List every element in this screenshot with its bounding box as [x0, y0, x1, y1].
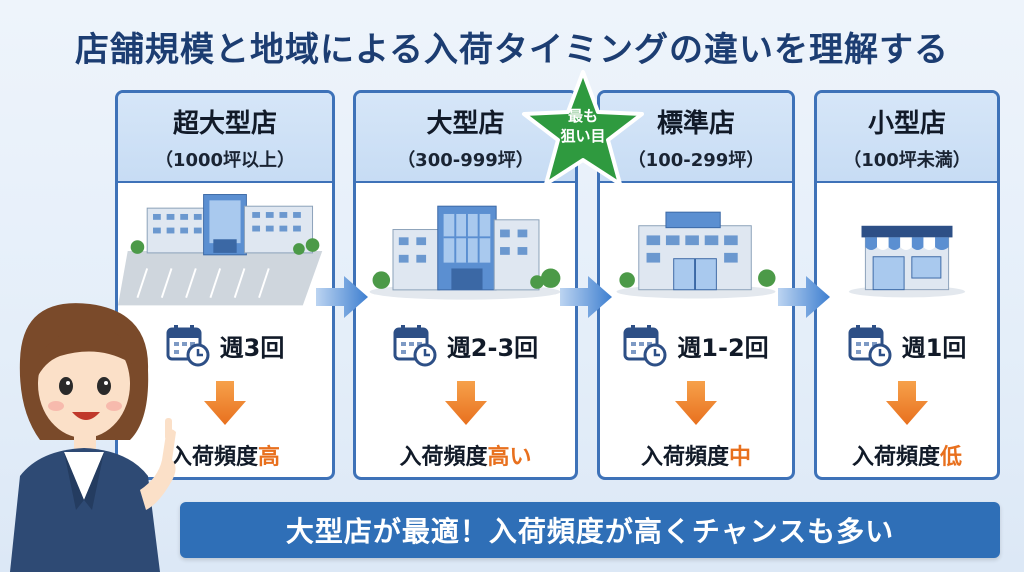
calendar-clock-icon — [166, 325, 210, 367]
frequency-row: 週3回 — [118, 323, 332, 367]
calendar-clock-icon — [623, 325, 667, 367]
store-name: 大型店 — [426, 109, 505, 139]
frequency-level: 入荷頻度中 — [600, 439, 792, 471]
right-arrow-icon — [560, 276, 612, 318]
level-value: 高 — [258, 445, 281, 470]
frequency-row: 週2-3回 — [356, 323, 575, 367]
card-header: 小型店 （100坪未満） — [817, 93, 997, 183]
frequency-text: 週1-2回 — [677, 333, 769, 362]
store-card-standard: 標準店 （100-299坪） 週1-2回 入荷頻度中 — [597, 90, 795, 480]
card-header: 大型店 （300-999坪） — [356, 93, 575, 183]
card-header: 標準店 （100-299坪） — [600, 93, 792, 183]
person-illustration — [10, 303, 176, 572]
building-icon — [369, 205, 561, 300]
level-value: 中 — [729, 445, 752, 470]
frequency-text: 週1回 — [901, 333, 967, 362]
frequency-row: 週1-2回 — [600, 323, 792, 367]
frequency-level: 入荷頻度高 — [118, 439, 332, 471]
badge-label: 最も 狙い目 — [520, 106, 646, 146]
level-prefix: 入荷頻度 — [640, 445, 729, 470]
frequency-row: 週1回 — [817, 323, 997, 367]
right-arrow-icon — [778, 276, 830, 318]
store-size: （100坪未満） — [843, 150, 971, 171]
summary-banner: 大型店が最適！入荷頻度が高くチャンスも多い — [180, 502, 1000, 558]
right-arrow-icon — [316, 276, 368, 318]
calendar-clock-icon — [393, 325, 437, 367]
building-icon — [616, 211, 776, 299]
level-prefix: 入荷頻度 — [851, 445, 940, 470]
level-value: 低 — [940, 445, 963, 470]
store-card-small: 小型店 （100坪未満） 週1回 入荷頻度低 — [814, 90, 1000, 480]
frequency-level: 入荷頻度高い — [356, 439, 575, 471]
down-arrow-icon — [886, 381, 928, 425]
store-card-large: 大型店 （300-999坪） 週2-3回 入荷頻度高い — [353, 90, 578, 480]
store-size: （100-299坪） — [627, 150, 765, 171]
frequency-text: 週3回 — [219, 333, 285, 362]
down-arrow-icon — [444, 381, 487, 425]
page-title: 店舗規模と地域による入荷タイミングの違いを理解する — [75, 30, 949, 70]
level-prefix: 入荷頻度 — [399, 445, 488, 470]
badge-line-2: 狙い目 — [560, 127, 606, 145]
star-badge-icon — [522, 70, 644, 186]
building-icon — [848, 225, 966, 298]
down-arrow-icon — [204, 381, 246, 425]
level-value: 高い — [487, 445, 532, 470]
store-size: （1000坪以上） — [154, 150, 296, 171]
store-name: 小型店 — [867, 109, 946, 139]
store-size: （300-999坪） — [397, 150, 534, 171]
down-arrow-icon — [675, 381, 717, 425]
building-icon — [118, 194, 323, 306]
store-name: 標準店 — [656, 109, 735, 139]
frequency-text: 週2-3回 — [446, 333, 539, 362]
store-name: 超大型店 — [172, 109, 277, 139]
banner-text: 大型店が最適！入荷頻度が高くチャンスも多い — [285, 515, 895, 548]
badge-line-1: 最も — [567, 107, 598, 125]
frequency-level: 入荷頻度低 — [817, 439, 997, 471]
calendar-clock-icon — [848, 325, 892, 367]
level-prefix: 入荷頻度 — [169, 445, 258, 470]
store-card-extra-large: 超大型店 （1000坪以上） 週3回 — [115, 90, 335, 480]
card-header: 超大型店 （1000坪以上） — [118, 93, 332, 183]
